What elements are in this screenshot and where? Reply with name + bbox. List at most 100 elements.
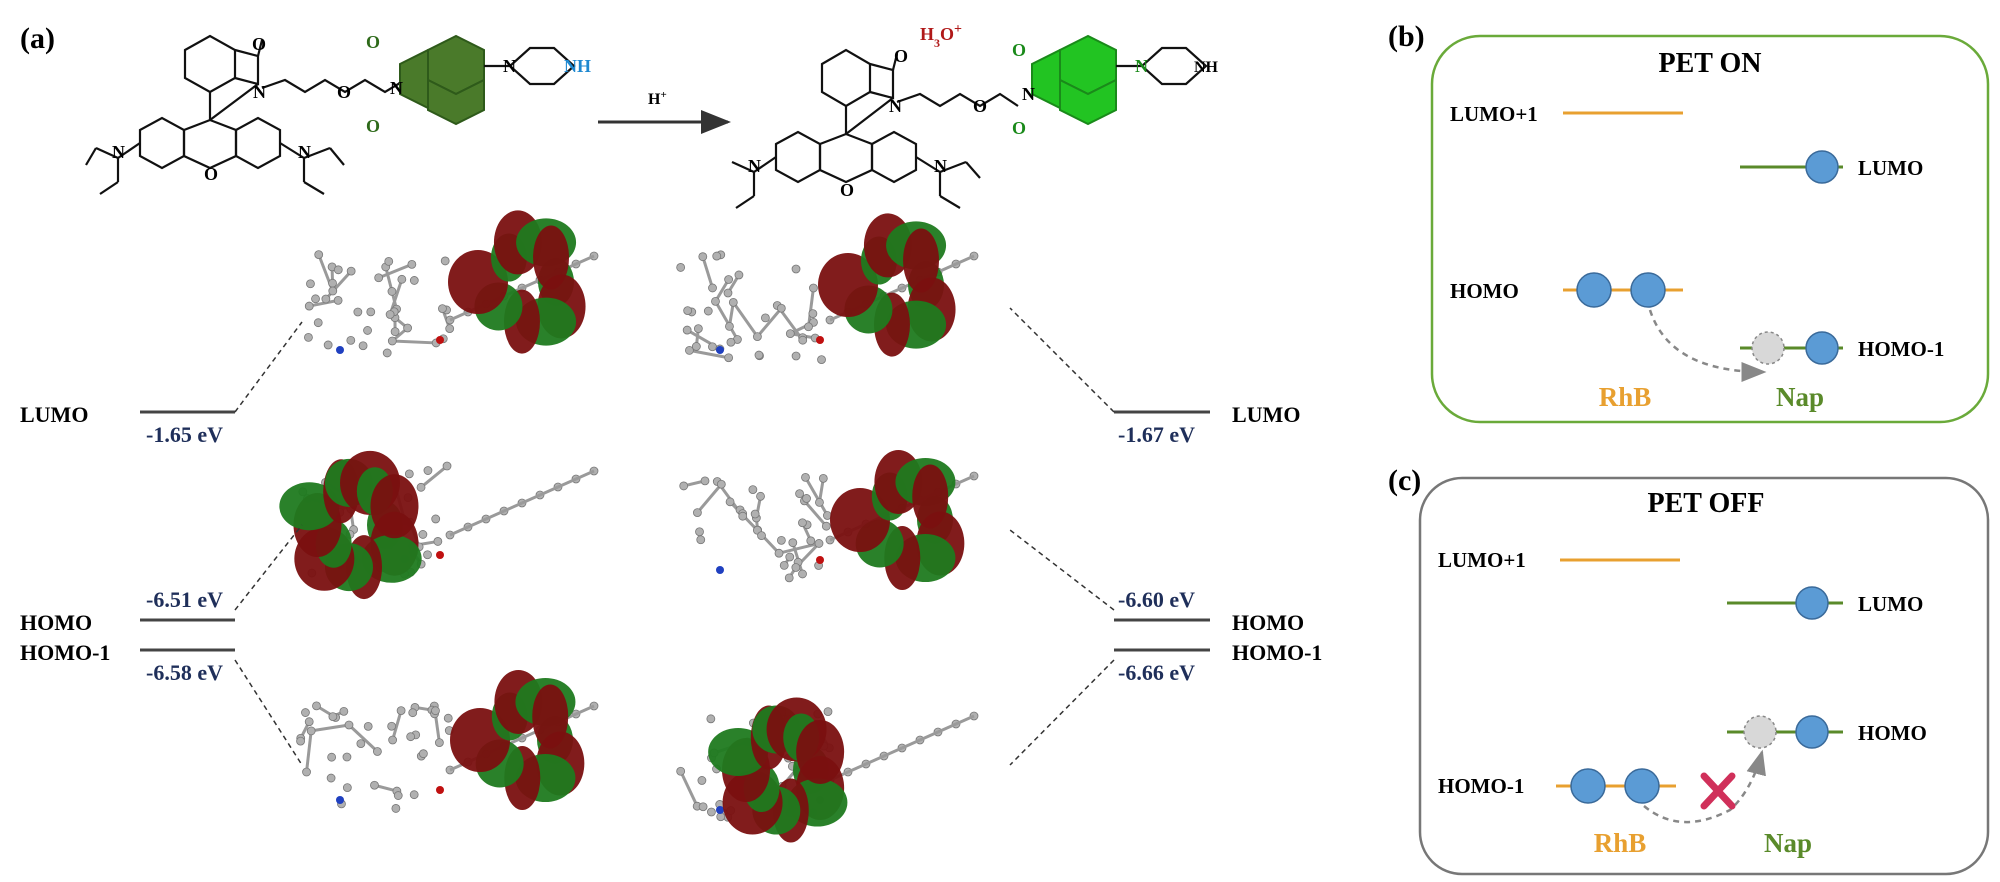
pet-on-lumo-electron <box>1805 150 1839 184</box>
bond-r1-33 <box>807 287 815 327</box>
bond-l3-27 <box>391 710 403 741</box>
left-homo1-energy: -6.58 eV <box>146 660 223 685</box>
o-atom-nap-right-2: O <box>1012 118 1026 138</box>
pet-on-homo-electron-1 <box>1576 272 1612 308</box>
atom-r1-5 <box>817 355 826 365</box>
bond-r3-10 <box>679 770 699 807</box>
atom-r1-36 <box>723 288 733 298</box>
orbital-lobe-l-homo-13 <box>370 474 419 539</box>
atom-l3-31 <box>356 739 366 749</box>
left-homo1-label: HOMO-1 <box>20 640 110 665</box>
bond-l1-36 <box>378 262 413 280</box>
atom-r1-21 <box>712 251 722 261</box>
atom-r1-34 <box>791 264 801 274</box>
atom-r1-39 <box>791 351 801 361</box>
atom-r2-21 <box>776 535 786 545</box>
bond-side-r3-5 <box>901 738 921 750</box>
right-lumo-label: LUMO <box>1232 402 1300 427</box>
pet-on-box <box>1430 34 1990 424</box>
atom-r2-36 <box>716 479 726 489</box>
atom-l2-30 <box>423 550 432 560</box>
atom-l1-3 <box>304 301 314 311</box>
atom-r1-27 <box>761 313 770 323</box>
bond-l3-16 <box>347 723 379 753</box>
pet-off-blocked-arrow <box>1643 749 1766 824</box>
atom-l3-34 <box>418 749 428 759</box>
atom-r2-11 <box>779 561 789 570</box>
nh-atom-pip-right: NH <box>1194 59 1219 76</box>
atom-l3-15 <box>344 720 354 730</box>
bond-side-l2-3 <box>485 509 505 521</box>
atom-l2-2 <box>442 461 452 471</box>
atom-r1-38 <box>691 342 701 351</box>
bond-side-l2-5 <box>521 493 541 505</box>
pet-off-lumo-label: LUMO <box>1858 592 1923 616</box>
blocked-cross-icon <box>1700 772 1736 810</box>
bond-side-r2-8 <box>955 474 975 486</box>
atom-l3-26 <box>396 706 406 716</box>
atom-r1-23 <box>724 353 734 363</box>
orbital-lobe-l-lumo-9 <box>533 225 570 290</box>
n-atom-right-3: N <box>934 156 947 176</box>
energy-levels-left <box>140 321 303 766</box>
o-atom-left-2: O <box>204 164 218 184</box>
naphthalimide-left <box>399 34 576 126</box>
bond-side-l1-1 <box>449 310 469 322</box>
bond-r1-3 <box>714 300 739 341</box>
bond-side-l1-5 <box>521 278 541 290</box>
atom-r2-1 <box>756 491 765 501</box>
atom-l1-4 <box>333 295 343 305</box>
atom-l3-17 <box>443 713 453 723</box>
atom-l1-28 <box>328 286 338 296</box>
atom-l1-8 <box>403 323 412 333</box>
atom-r1-14 <box>776 303 786 313</box>
o-atom-left-3: O <box>337 82 351 102</box>
atom-r2-24 <box>801 472 810 482</box>
right-homo-label: HOMO <box>1232 610 1304 635</box>
atom-l1-36 <box>407 259 417 269</box>
bond-r1-16 <box>701 256 714 289</box>
n-atom-right-1: N <box>889 96 902 116</box>
pet-off-homo1-electron-1 <box>1570 768 1606 804</box>
atom-r3-22 <box>823 707 833 717</box>
atom-l3-28 <box>342 752 352 762</box>
atom-l1-26 <box>346 335 356 345</box>
atom-r3-20 <box>706 714 716 724</box>
bond-side-r1-8 <box>955 254 975 266</box>
pet-off-homo-electron <box>1795 715 1829 749</box>
atom-l1-20 <box>387 287 397 296</box>
atom-r2-12 <box>696 535 706 545</box>
orbital-lobe-r-homo-9 <box>912 464 949 529</box>
atom-r2-38 <box>788 538 798 548</box>
nitrogen-atom-r3 <box>716 806 724 814</box>
nh-label-left: NH <box>564 56 591 76</box>
atom-r2-26 <box>748 485 758 495</box>
n-atom-left-3: N <box>298 142 311 162</box>
atom-r1-30 <box>683 306 693 316</box>
pet-on-hole <box>1751 331 1785 365</box>
atom-l1-22 <box>438 304 447 314</box>
pet-off-lumo-electron <box>1795 586 1829 620</box>
atom-l3-39 <box>342 783 352 792</box>
left-lumo-label: LUMO <box>20 402 88 427</box>
panel-c-label: (c) <box>1388 464 1421 497</box>
pet-on-homo-label: HOMO <box>1450 279 1519 303</box>
atom-l1-23 <box>384 256 394 266</box>
pet-off-homo1-label: HOMO-1 <box>1438 774 1524 798</box>
atom-r1-31 <box>754 350 764 360</box>
atom-l1-38 <box>397 274 407 284</box>
atom-l1-30 <box>346 266 356 276</box>
atom-l3-27 <box>388 735 398 745</box>
right-lumo-energy: -1.67 eV <box>1118 422 1195 447</box>
panel-b-label: (b) <box>1388 20 1425 53</box>
panel-a-label: (a) <box>20 22 55 55</box>
atom-l1-29 <box>323 340 333 350</box>
atom-r2-18 <box>784 573 794 583</box>
atom-r2-34 <box>818 473 828 483</box>
bond-side-l2-8 <box>575 469 595 481</box>
atom-r1-32 <box>809 283 818 293</box>
atom-l1-24 <box>313 318 323 328</box>
atom-l3-23 <box>363 721 373 731</box>
atom-l1-34 <box>363 326 372 335</box>
bond-side-l2-4 <box>503 501 523 513</box>
